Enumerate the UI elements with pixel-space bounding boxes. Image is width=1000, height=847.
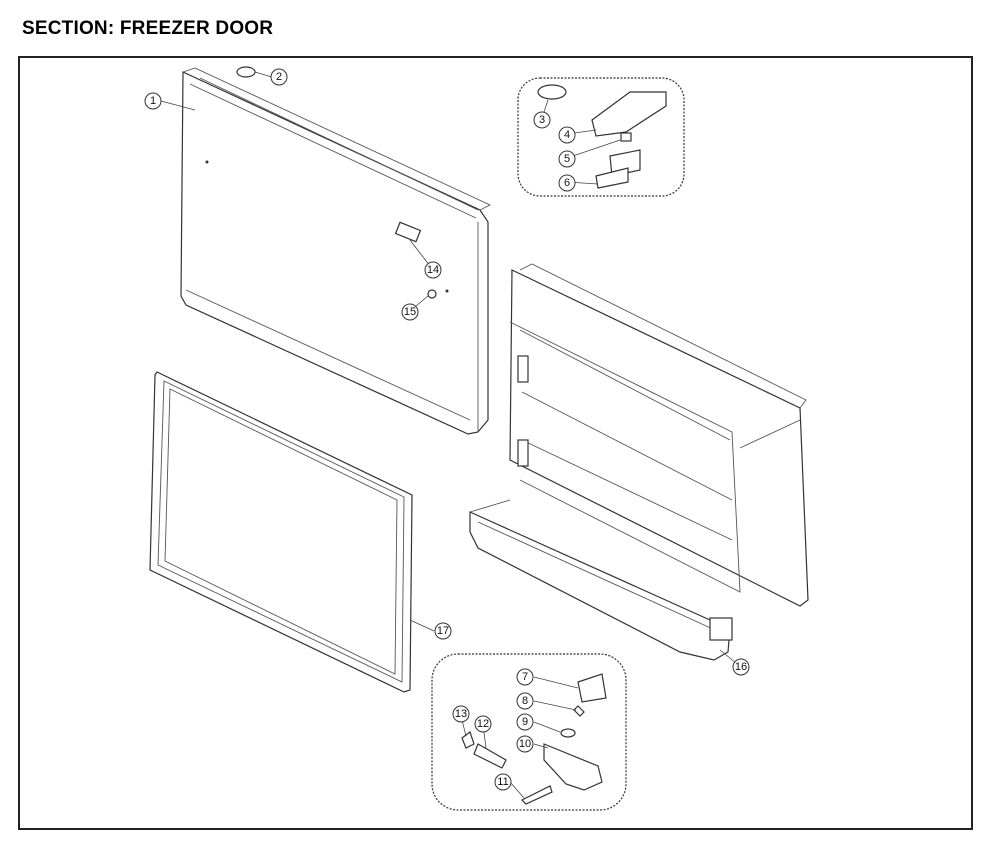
callout-circle (732, 658, 750, 676)
callout-circle (516, 735, 534, 753)
callout-circle (401, 303, 419, 321)
callout-circle (452, 705, 470, 723)
callout-circle (424, 261, 442, 279)
callout-15: 15 (401, 303, 419, 321)
callout-7: 7 (516, 668, 534, 686)
door-gasket (149, 371, 413, 693)
callout-circle (494, 773, 512, 791)
callout-number: 16 (735, 661, 747, 673)
callout-circle (533, 111, 551, 129)
callout-number: 12 (477, 718, 489, 730)
callout-number: 7 (522, 671, 528, 683)
inner-door-liner (509, 263, 809, 607)
leader-lines (160, 71, 742, 799)
upper-hinge-inset (517, 77, 685, 197)
callout-10: 10 (516, 735, 534, 753)
callout-circle (558, 126, 576, 144)
callout-number: 1 (150, 95, 156, 107)
callout-circle (558, 174, 576, 192)
callout-number: 14 (427, 264, 439, 276)
callout-number: 2 (276, 71, 282, 83)
callout-13: 13 (452, 705, 470, 723)
callout-circle (558, 150, 576, 168)
callout-16: 16 (732, 658, 750, 676)
callout-number: 17 (437, 625, 449, 637)
callout-8: 8 (516, 692, 534, 710)
callout-number: 11 (497, 776, 508, 788)
diagram-frame (18, 56, 973, 830)
callout-number: 13 (455, 708, 467, 720)
callout-circle (516, 713, 534, 731)
callout-circle (434, 622, 452, 640)
callout-9: 9 (516, 713, 534, 731)
callout-4: 4 (558, 126, 576, 144)
callout-17: 17 (434, 622, 452, 640)
callout-12: 12 (474, 715, 492, 733)
callout-3: 3 (533, 111, 551, 129)
callout-number: 8 (522, 695, 528, 707)
section-title: SECTION: FREEZER DOOR (22, 18, 274, 39)
outer-door-panel (180, 67, 492, 435)
callout-14: 14 (424, 261, 442, 279)
lower-hinge-inset (431, 653, 627, 811)
callout-number: 15 (404, 306, 416, 318)
callout-number: 6 (564, 177, 570, 189)
callout-number: 3 (539, 114, 545, 126)
callout-number: 4 (564, 129, 570, 141)
callout-6: 6 (558, 174, 576, 192)
callout-number: 10 (519, 738, 531, 750)
callout-11: 11 (494, 773, 512, 791)
callout-circle (474, 715, 492, 733)
callout-number: 9 (522, 716, 528, 728)
callout-2: 2 (270, 68, 288, 86)
callout-circle (516, 692, 534, 710)
callout-circle (144, 92, 162, 110)
callout-1: 1 (144, 92, 162, 110)
callout-number: 5 (564, 153, 570, 165)
callout-circle (516, 668, 534, 686)
callout-5: 5 (558, 150, 576, 168)
callout-circle (270, 68, 288, 86)
cap-part (236, 66, 256, 78)
door-bin (469, 499, 733, 661)
